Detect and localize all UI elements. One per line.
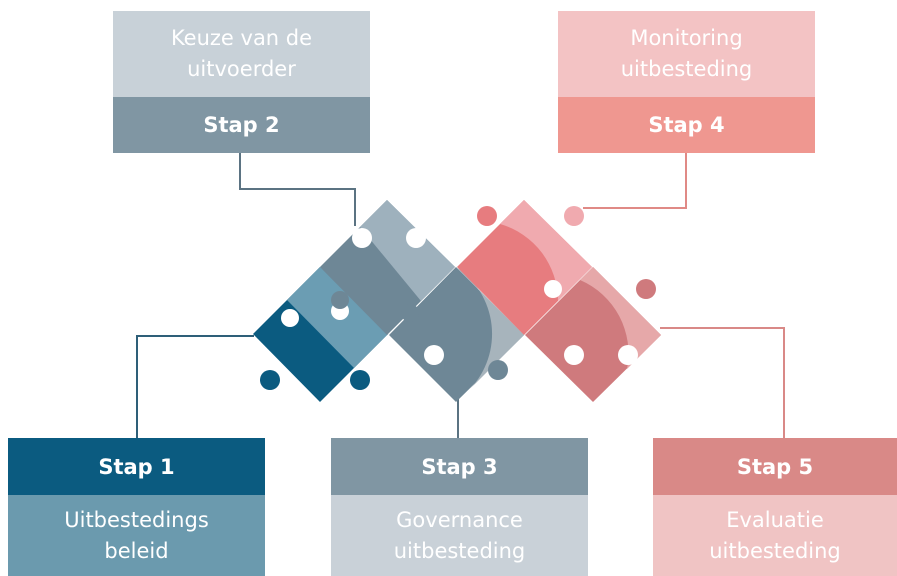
- step-2-description-line-2: uitvoerder: [187, 57, 296, 81]
- step-card-3: Stap 3 Governance uitbesteding: [331, 438, 588, 576]
- step-3-description-line-1: Governance: [396, 507, 523, 532]
- puzzle-piece-step2: [320, 200, 455, 335]
- step-card-5: Stap 5 Evaluatie uitbesteding: [653, 438, 897, 576]
- step-2-description-line-1: Keuze van de: [170, 26, 313, 50]
- puzzle-piece-step3: [389, 267, 524, 402]
- step-card-4: Monitoring uitbesteding Stap 4: [558, 11, 815, 153]
- step-2-label: Stap 2: [113, 97, 370, 153]
- step-4-label: Stap 4: [558, 97, 815, 153]
- puzzle-piece-step5: [525, 267, 661, 402]
- step-4-description-line-1: Monitoring: [630, 26, 743, 50]
- step-3-label: Stap 3: [331, 438, 588, 495]
- step-4-description-line-2: uitbesteding: [620, 57, 753, 81]
- step-5-label: Stap 5: [653, 438, 897, 495]
- step-card-1: Stap 1 Uitbestedings beleid: [8, 438, 265, 576]
- step-3-description-line-2: uitbesteding: [393, 538, 526, 563]
- step-2-description: Keuze van de uitvoerder: [113, 11, 370, 97]
- step-5-description-line-1: Evaluatie: [726, 507, 824, 532]
- step-1-description: Uitbestedings beleid: [8, 495, 265, 576]
- connector-step1: [136, 335, 254, 438]
- step-5-description-line-2: uitbesteding: [709, 538, 841, 563]
- step-1-label: Stap 1: [8, 438, 265, 495]
- step-3-description: Governance uitbesteding: [331, 495, 588, 576]
- puzzle-piece-step4: [457, 200, 592, 335]
- step-card-2: Keuze van de uitvoerder Stap 2: [113, 11, 370, 153]
- step-1-description-line-1: Uitbestedings: [64, 507, 209, 532]
- connector-step5: [660, 327, 785, 438]
- step-5-description: Evaluatie uitbesteding: [653, 495, 897, 576]
- step-4-description: Monitoring uitbesteding: [558, 11, 815, 97]
- step-1-description-line-2: beleid: [104, 538, 169, 563]
- connector-step2: [239, 153, 356, 226]
- connector-step4: [583, 153, 687, 209]
